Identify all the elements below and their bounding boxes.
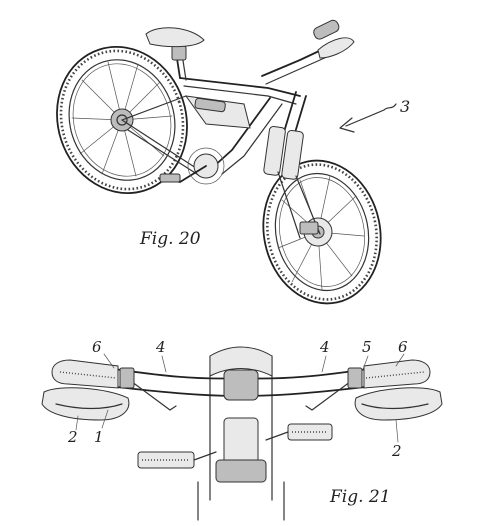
pedals — [137, 423, 333, 469]
right-grip — [363, 359, 431, 389]
reference-numeral: 6 — [398, 338, 408, 356]
reference-numeral: 1 — [94, 428, 104, 446]
handlebar-bar — [107, 367, 375, 401]
bicycle-frame — [121, 77, 301, 185]
figure-21-handlebar: 6 4 4 5 6 2 1 2 Fig. 21 — [41, 338, 443, 521]
right-hand-guard — [354, 387, 443, 421]
stem — [197, 346, 285, 521]
reference-numeral: 3 — [400, 97, 410, 116]
reference-numeral: 2 — [391, 442, 402, 460]
brake-levers — [119, 367, 363, 411]
reference-3: 3 — [339, 97, 410, 133]
figure-caption: Fig. 21 — [329, 487, 391, 507]
front-fork — [263, 91, 321, 239]
figure-20-bicycle: 3 Fig. 20 — [56, 19, 410, 305]
left-grip — [51, 359, 119, 389]
handlebar-fig20 — [261, 19, 355, 85]
left-hand-guard — [41, 387, 130, 421]
reference-numeral: 4 — [155, 338, 166, 356]
reference-numeral: 4 — [319, 338, 330, 356]
reference-numeral: 2 — [67, 428, 78, 446]
references-fig21: 6 4 4 5 6 2 1 2 — [67, 338, 408, 460]
reference-numeral: 5 — [362, 338, 372, 356]
saddle — [145, 27, 205, 81]
figure-caption: Fig. 20 — [139, 229, 201, 249]
reference-numeral: 6 — [92, 338, 102, 356]
